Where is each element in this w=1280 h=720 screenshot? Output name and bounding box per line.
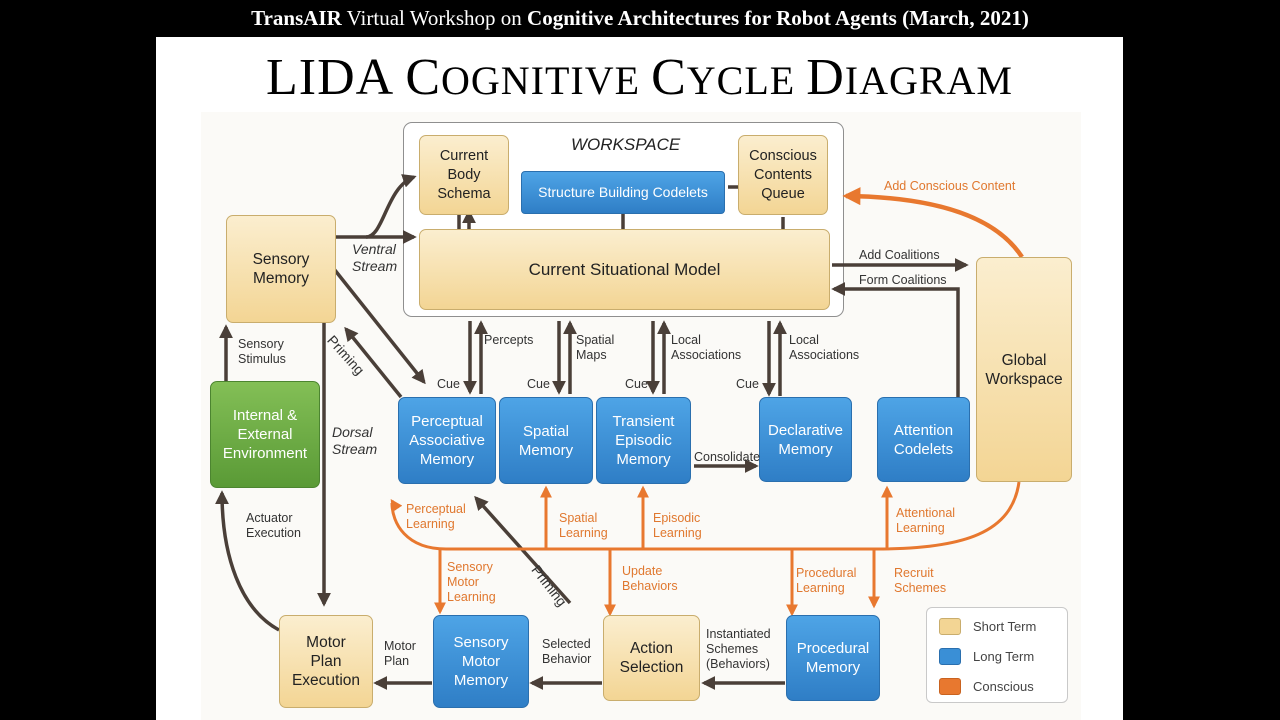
arrow-to-body-schema — [365, 174, 417, 239]
dorsal-stream-label: Dorsal Stream — [332, 424, 378, 457]
add-coalitions-label: Add Coalitions — [859, 248, 940, 262]
legend-conscious: Conscious — [939, 675, 1034, 697]
conscious-swatch — [939, 677, 961, 695]
attentional-learning-label: Attentional Learning — [896, 506, 956, 535]
current-situational-model-box: Current Situational Model — [419, 229, 830, 310]
short-term-swatch — [939, 617, 961, 635]
arrow-broadcast-loop — [390, 481, 1021, 551]
actuator-execution-label: Actuator Execution — [246, 511, 301, 540]
recruit-schemes-label: Recruit Schemes — [894, 566, 947, 595]
add-conscious-content-label: Add Conscious Content — [884, 179, 1016, 193]
episodic-learning-label: Episodic Learning — [653, 511, 702, 540]
sensory-stimulus-label: Sensory Stimulus — [238, 337, 286, 366]
slide: LIDA COGNITIVE CYCLE DIAGRAM WORKSPACE — [156, 37, 1123, 720]
arrow-add-conscious-content — [842, 187, 1024, 259]
arrow-actuator-execution — [215, 490, 280, 632]
perceptual-learning-label: Perceptual Learning — [406, 502, 466, 531]
environment-box: Internal & External Environment — [210, 381, 320, 488]
transient-episodic-memory-box: Transient Episodic Memory — [596, 397, 691, 484]
legend-short-term: Short Term — [939, 615, 1036, 637]
arrow-perceptual-learning — [390, 499, 403, 513]
consolidate-label: Consolidate — [694, 450, 761, 464]
workspace-label: WORKSPACE — [571, 135, 681, 154]
declarative-memory-box: Declarative Memory — [759, 397, 852, 482]
motor-plan-execution-box: Motor Plan Execution — [279, 615, 373, 708]
structure-building-codelets-box: Structure Building Codelets — [521, 171, 725, 214]
workshop-banner: TransAIR Virtual Workshop on Cognitive A… — [251, 6, 1029, 30]
sensory-motor-learning-label: Sensory Motor Learning — [447, 560, 496, 604]
legend-long-term: Long Term — [939, 645, 1034, 667]
conscious-contents-queue-box: Conscious Contents Queue — [738, 135, 828, 215]
cue-declarative-label: Cue — [736, 377, 759, 391]
slide-title: LIDA COGNITIVE CYCLE DIAGRAM — [266, 49, 1013, 106]
update-behaviors-label: Update Behaviors — [622, 564, 678, 593]
procedural-memory-box: Procedural Memory — [786, 615, 880, 701]
action-selection-box: Action Selection — [603, 615, 700, 701]
spatial-learning-label: Spatial Learning — [559, 511, 608, 540]
perceptual-associative-memory-box: Perceptual Associative Memory — [398, 397, 496, 484]
legend: Short Term Long Term Conscious — [926, 607, 1068, 703]
spatial-maps-label: Spatial Maps — [576, 333, 615, 362]
attention-codelets-box: Attention Codelets — [877, 397, 970, 482]
percepts-label: Percepts — [484, 333, 534, 347]
selected-behavior-label: Selected Behavior — [542, 637, 592, 666]
cue-tem-label: Cue — [625, 377, 648, 391]
arrow-form-coalitions — [831, 282, 960, 397]
arrow-priming-top — [344, 326, 403, 399]
ventral-stream-label: Ventral Stream — [352, 241, 398, 274]
form-coalitions-label: Form Coalitions — [859, 273, 947, 287]
arrow-sensory-to-pam — [332, 267, 426, 385]
spatial-memory-box: Spatial Memory — [499, 397, 593, 484]
global-workspace-box: Global Workspace — [976, 257, 1072, 482]
instantiated-schemes-label: Instantiated Schemes (Behaviors) — [706, 627, 771, 671]
cue-spatial-label: Cue — [527, 377, 550, 391]
sensory-memory-box: Sensory Memory — [226, 215, 336, 323]
procedural-learning-label: Procedural Learning — [796, 566, 857, 595]
local-associations-1-label: Local Associations — [671, 333, 742, 362]
local-associations-2-label: Local Associations — [789, 333, 860, 362]
motor-plan-label: Motor Plan — [384, 639, 416, 668]
sensory-motor-memory-box: Sensory Motor Memory — [433, 615, 529, 708]
long-term-swatch — [939, 647, 961, 665]
diagram-arrows — [215, 174, 1024, 690]
current-body-schema-box: Current Body Schema — [419, 135, 509, 215]
cue-pam-label: Cue — [437, 377, 460, 391]
